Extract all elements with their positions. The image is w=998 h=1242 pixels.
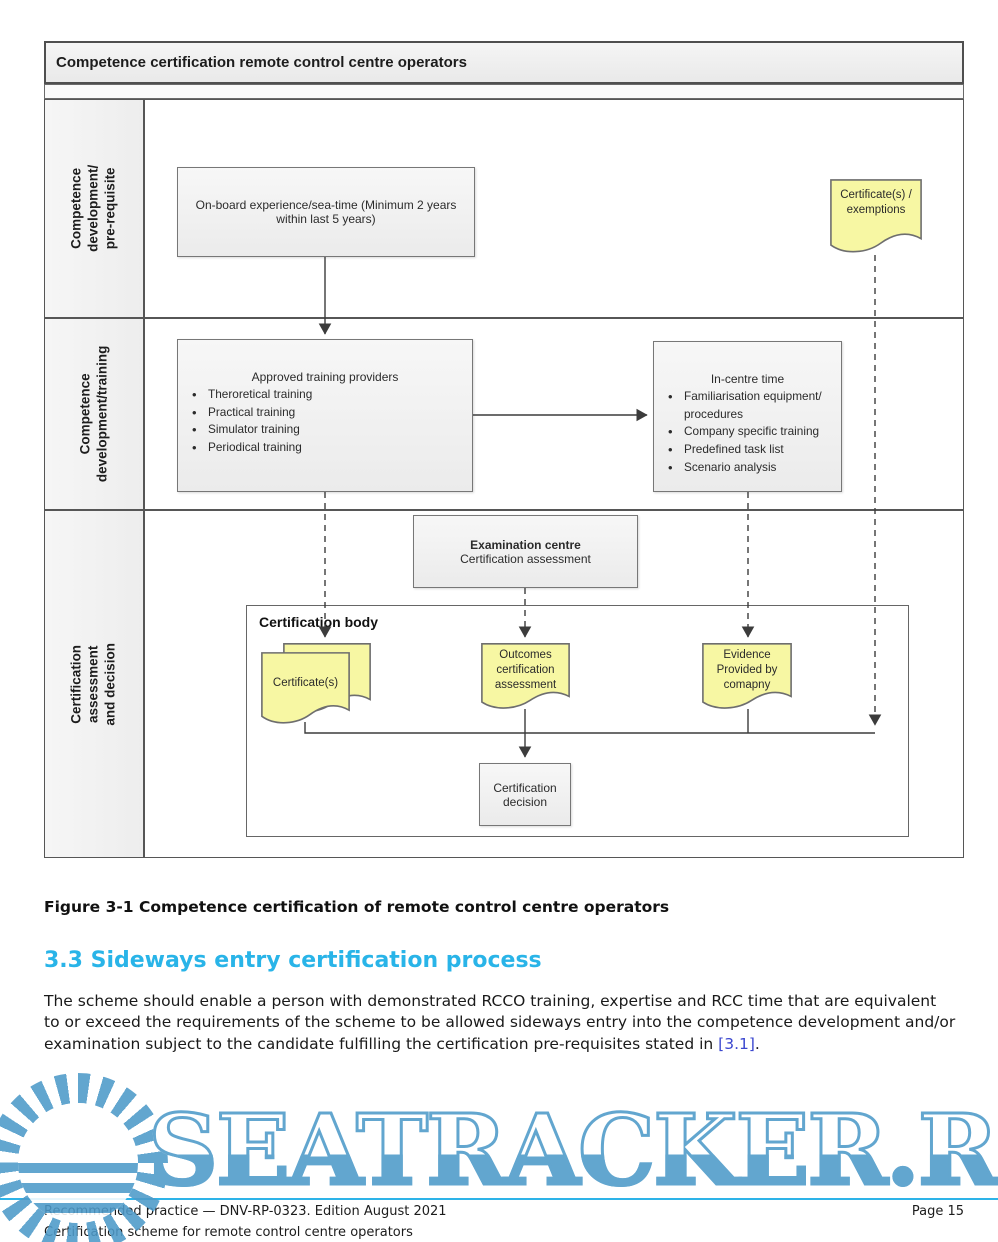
lane-label-development-training: Competence development/training: [44, 318, 144, 510]
diagram-title-bar: Competence certification remote control …: [44, 41, 964, 84]
in-centre-time-box: In-centre time Familiarisation equipment…: [653, 341, 842, 492]
onboard-experience-box: On-board experience/sea-time (Minimum 2 …: [177, 167, 475, 257]
body-paragraph: The scheme should enable a person with d…: [44, 991, 956, 1055]
list-item: Familiarisation equipment/ procedures: [666, 387, 835, 423]
box-subtitle: Certification assessment: [460, 551, 591, 566]
note-text: Certificate(s) / exemptions: [840, 189, 912, 216]
document-shape-icon: [261, 652, 350, 726]
lane-label-assessment-decision: Certification assessment and decision: [44, 510, 144, 858]
watermark-text: SEATRACKER.RU: [146, 1100, 998, 1200]
sun-logo-icon: [0, 1073, 168, 1242]
lane-label-text: Certification assessment and decision: [68, 642, 118, 726]
list-item: Practical training: [190, 403, 466, 422]
note-text: Outcomes certification assessment: [494, 649, 557, 691]
list-item: Company specific training: [666, 422, 835, 441]
list-item: Theroretical training: [190, 385, 466, 404]
document-shape-icon: [830, 179, 922, 255]
lane-label-text: Competence development/ pre-requisite: [68, 164, 118, 253]
training-bullet-list: Theroretical training Practical training…: [178, 385, 472, 457]
paragraph-text: The scheme should enable a person with d…: [44, 992, 956, 1053]
list-item: Scenario analysis: [666, 458, 835, 477]
outcomes-assessment-note: Outcomes certification assessment: [481, 643, 570, 711]
incentre-bullet-list: Familiarisation equipment/ procedures Co…: [654, 387, 841, 477]
paragraph-text-end: .: [754, 1034, 760, 1053]
page-number: Page 15: [911, 1204, 964, 1219]
approved-training-box: Approved training providers Theroretical…: [177, 339, 473, 492]
diagram-title: Competence certification remote control …: [56, 54, 467, 71]
list-item: Predefined task list: [666, 440, 835, 459]
certificates-note: Certificate(s): [261, 652, 350, 726]
watermark: SEATRACKER.RU: [0, 1070, 998, 1242]
certification-body-label: Certification body: [259, 614, 379, 630]
lane-label-pre-requisite: Competence development/ pre-requisite: [44, 99, 144, 318]
diagram-header-strip: [44, 84, 964, 99]
cross-reference-link[interactable]: [3.1]: [718, 1034, 755, 1053]
section-heading: 3.3 Sideways entry certification process: [44, 948, 542, 973]
certification-decision-box: Certification decision: [479, 763, 571, 826]
document-shape-icon: [702, 643, 792, 711]
sun-disc-top: [18, 1103, 138, 1163]
box-title: Examination centre: [470, 537, 581, 552]
note-text: Evidence Provided by comapny: [716, 649, 778, 691]
sun-disc-stripes: [18, 1163, 138, 1223]
evidence-company-note: Evidence Provided by comapny: [702, 643, 792, 711]
examination-centre-box: Examination centre Certification assessm…: [413, 515, 638, 588]
watermark-rule: [0, 1198, 998, 1200]
document-shape-icon: [481, 643, 570, 711]
box-title: In-centre time: [710, 372, 785, 386]
box-title: Approved training providers: [251, 370, 399, 384]
figure-caption: Figure 3-1 Competence certification of r…: [44, 898, 670, 916]
certificates-exemptions-note: Certificate(s) / exemptions: [830, 179, 922, 255]
note-text: Certificate(s): [272, 677, 339, 689]
lane-label-text: Competence development/training: [77, 345, 109, 483]
sun-disc: [18, 1103, 138, 1223]
figure-3-1-flowchart: Competence certification remote control …: [44, 41, 964, 858]
list-item: Simulator training: [190, 420, 466, 439]
list-item: Periodical training: [190, 438, 466, 457]
